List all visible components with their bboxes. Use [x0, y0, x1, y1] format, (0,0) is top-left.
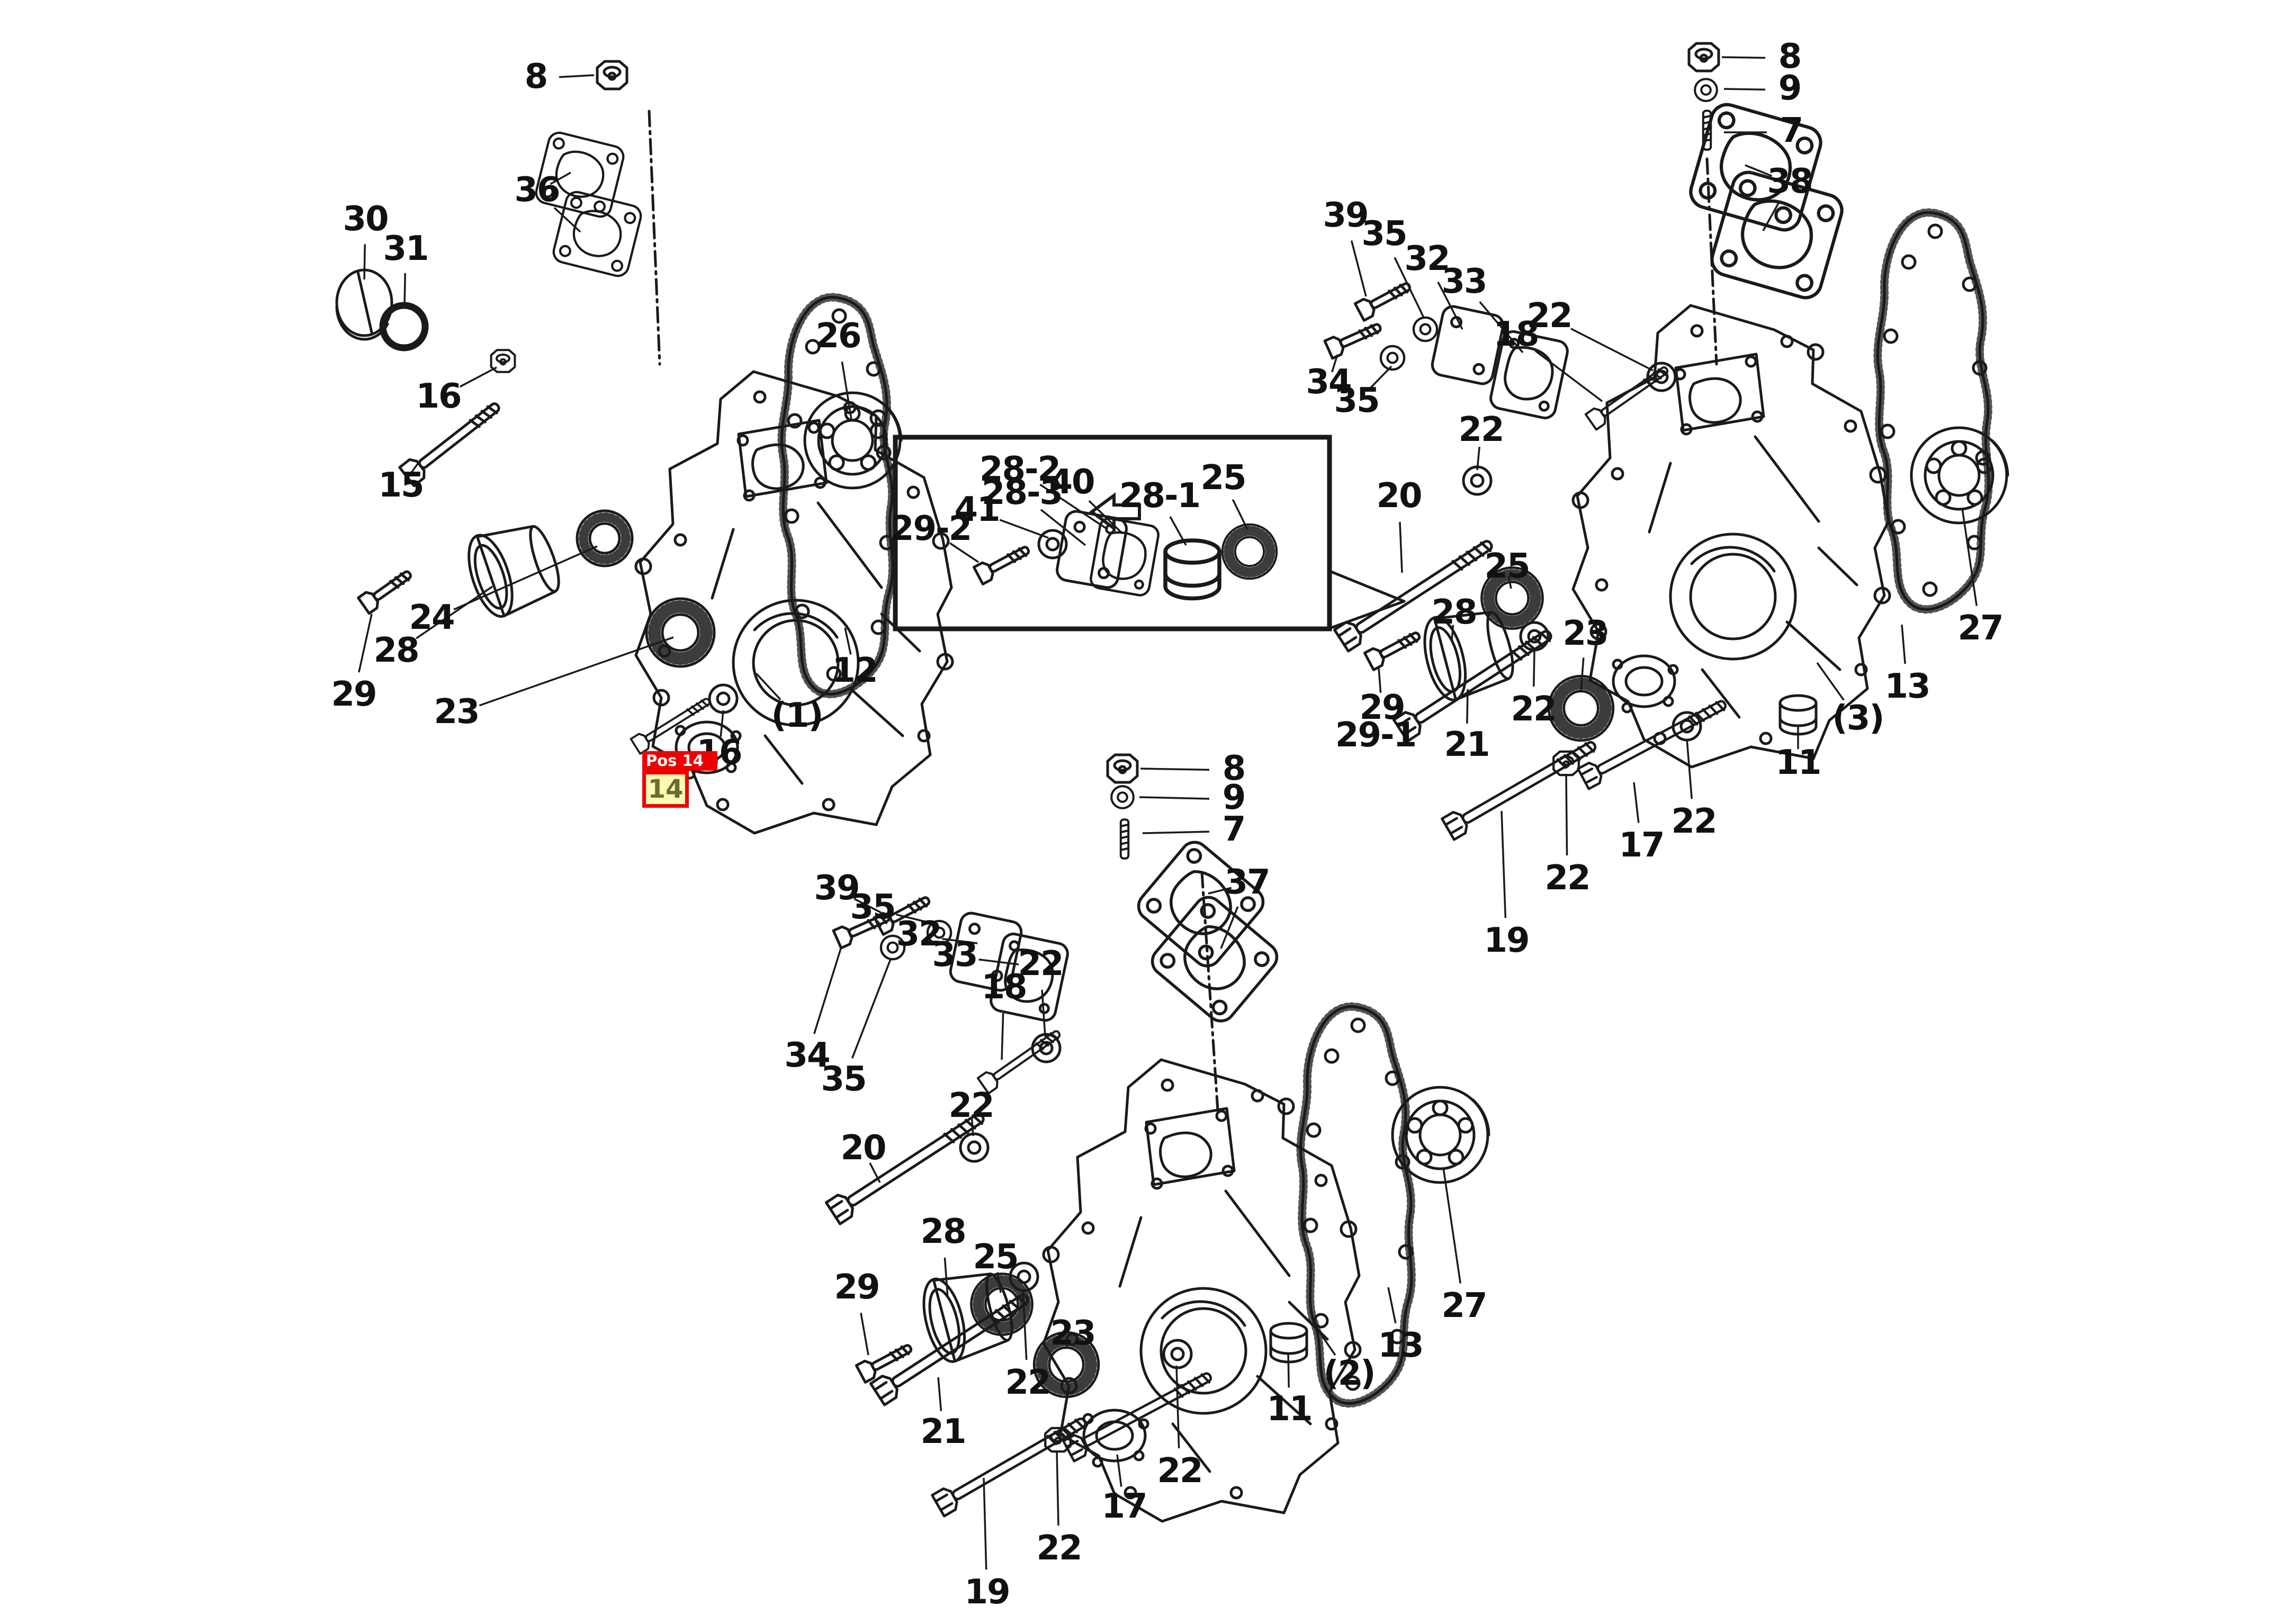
part-label: 32 — [896, 914, 942, 954]
part-label: 34 — [784, 1035, 830, 1075]
assembly-axis-line — [648, 110, 661, 366]
part-label: 22 — [1157, 1451, 1203, 1491]
part-label: 27 — [1441, 1286, 1487, 1325]
assembly-variant-2 — [826, 755, 1489, 1521]
part-label: 13 — [1884, 666, 1930, 706]
part-label: 19 — [964, 1572, 1010, 1612]
part-label: 33 — [1441, 261, 1487, 301]
part-label: 28 — [1431, 592, 1477, 632]
part-label: 36 — [514, 170, 560, 210]
part-label: 25 — [973, 1237, 1019, 1277]
part-label: 35 — [850, 887, 896, 927]
part-label: 8 — [1222, 748, 1246, 788]
part-label: 9 — [1778, 68, 1802, 108]
part-label: 12 — [832, 651, 878, 690]
part-label: 22 — [1671, 801, 1717, 841]
part-label: 29-1 — [1335, 715, 1417, 755]
detail-inset-box — [893, 435, 1406, 631]
part-label: 39 — [1323, 195, 1369, 235]
part-label: 18 — [981, 967, 1027, 1007]
part-label: 39 — [814, 868, 860, 908]
part-label: 28-1 — [1119, 476, 1201, 516]
part-label: 21 — [920, 1412, 966, 1451]
part-label: 24 — [409, 598, 455, 637]
part-label: 22 — [1511, 689, 1557, 729]
part-label: 20 — [840, 1128, 886, 1168]
selected-part-number-box[interactable]: 14 — [642, 771, 689, 808]
part-label: 41 — [954, 490, 1000, 529]
part-label: 38 — [1767, 161, 1813, 201]
part-label: 7 — [1780, 111, 1804, 150]
part-label: 23 — [1562, 613, 1609, 653]
part-label: 29 — [834, 1267, 880, 1307]
part-label: 40 — [1049, 462, 1095, 502]
part-label: 7 — [1222, 809, 1246, 849]
assembly-variant-1 — [337, 61, 953, 833]
part-label: 21 — [1444, 725, 1490, 764]
part-label: 22 — [1458, 410, 1504, 449]
part-label: 25 — [1484, 546, 1530, 586]
part-label: 22 — [1018, 944, 1064, 984]
part-label: 27 — [1957, 608, 2003, 648]
part-label: 11 — [1775, 743, 1821, 782]
part-label: 29-2 — [890, 509, 972, 548]
part-label: 28-3 — [981, 473, 1063, 512]
part-label: 18 — [1493, 314, 1539, 354]
part-label: 28-2 — [979, 449, 1061, 489]
part-label: 8 — [1778, 37, 1802, 76]
part-label: 22 — [948, 1086, 994, 1125]
part-label: 22 — [1036, 1528, 1082, 1568]
part-label: 16 — [416, 376, 462, 416]
part-label: 32 — [1404, 239, 1450, 278]
part-label: 23 — [434, 692, 480, 732]
assembly-variant-3 — [1325, 43, 2008, 840]
part-label: 15 — [378, 465, 424, 505]
part-label: 19 — [1484, 921, 1530, 960]
part-label: 31 — [383, 229, 429, 268]
part-label: 35 — [821, 1059, 867, 1099]
part-label: 20 — [1376, 476, 1422, 516]
part-label: 17 — [1619, 825, 1665, 865]
assembly-axis-line — [1705, 157, 1718, 366]
part-label: 33 — [932, 935, 978, 975]
part-label: (3) — [1832, 698, 1884, 738]
part-label: 22 — [1005, 1363, 1051, 1402]
part-label: 8 — [524, 57, 549, 96]
part-label: 25 — [1200, 458, 1246, 498]
part-label: (1) — [771, 696, 823, 735]
part-label: 28 — [920, 1212, 966, 1251]
assembly-axis-line — [1200, 871, 1219, 1112]
part-label: 17 — [1101, 1486, 1147, 1526]
part-label: 13 — [1378, 1325, 1424, 1365]
part-label: 29 — [331, 674, 377, 714]
part-label: 35 — [1361, 214, 1407, 254]
part-label: 29 — [1359, 688, 1405, 727]
part-label: 22 — [1526, 296, 1573, 336]
part-label: 9 — [1222, 778, 1246, 817]
part-label: 30 — [343, 199, 389, 239]
part-label: 26 — [815, 316, 861, 356]
part-label: 11 — [1266, 1389, 1313, 1429]
part-label: 23 — [1050, 1313, 1096, 1353]
part-label: 35 — [1334, 381, 1380, 420]
part-label: 37 — [1224, 862, 1270, 902]
part-label: 22 — [1544, 858, 1591, 898]
part-label: 34 — [1306, 362, 1352, 402]
part-label: (2) — [1323, 1354, 1376, 1393]
selected-position-badge[interactable]: Pos 14 — [642, 751, 717, 771]
part-label: 28 — [373, 630, 419, 670]
